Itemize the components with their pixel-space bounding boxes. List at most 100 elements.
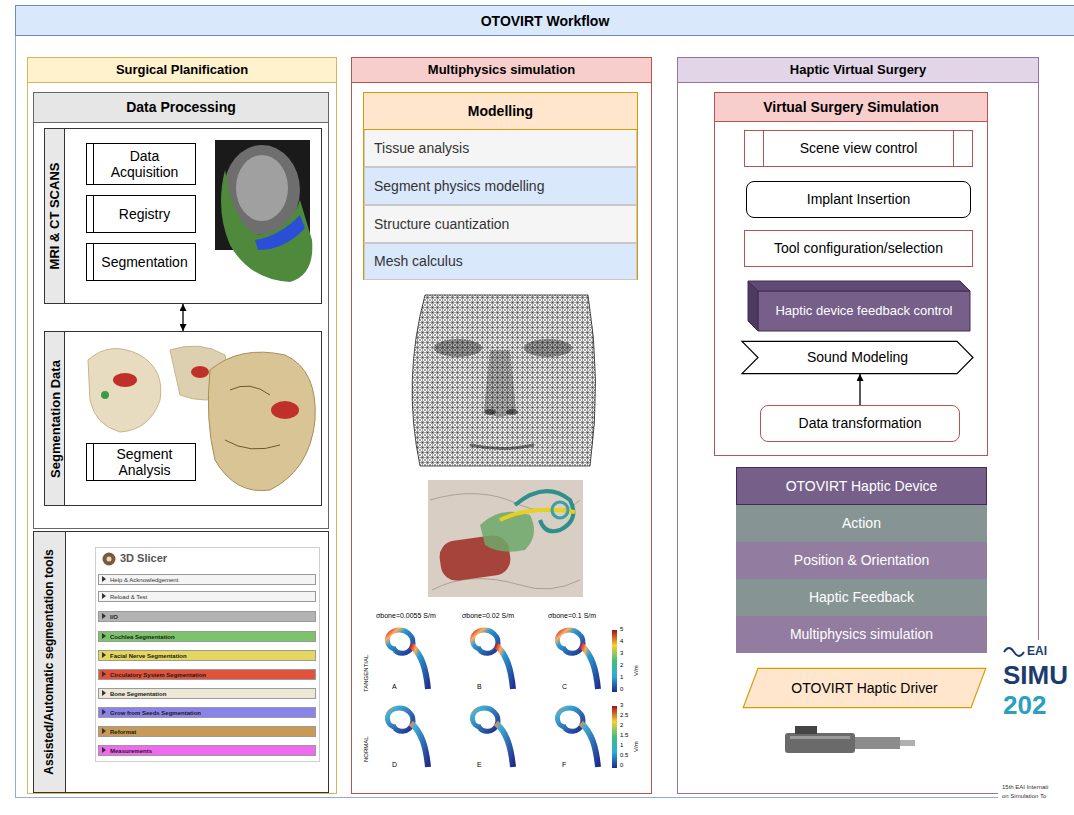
scale-tick: 2 <box>620 662 623 668</box>
slicer-icon-dot <box>107 557 112 562</box>
expand-arrow <box>102 728 106 734</box>
nerve-segment <box>101 391 109 399</box>
box-label: Segment Analysis <box>98 446 191 478</box>
field-plot-figure <box>387 630 617 768</box>
cube-front <box>758 291 970 331</box>
slicer-icon-disc <box>103 553 116 566</box>
process-edge <box>93 144 94 184</box>
expand-arrow <box>102 652 106 658</box>
device-row: Haptic Feedback <box>736 579 987 616</box>
module-bar: Reformat <box>98 726 316 737</box>
expand-arrow <box>102 613 106 619</box>
nostril <box>484 409 496 415</box>
device-highlight <box>790 736 850 739</box>
box-label: Action <box>745 515 978 531</box>
module-bar: Cochlea Segmentation <box>98 631 316 642</box>
nostril <box>506 409 518 415</box>
rounded-box: Implant Insertion <box>746 181 971 218</box>
module-bar: I/O <box>98 611 316 622</box>
device-row: OTOVIRT Haptic Device <box>736 467 987 505</box>
module-label: Circulatory System Segmentation <box>110 672 311 678</box>
module-bar: Grow from Seeds Segmentation <box>98 707 316 718</box>
expand-arrow <box>102 747 106 753</box>
parameter-label: σbone=0.02 S/m <box>462 612 514 619</box>
color-bar <box>612 630 617 692</box>
vertical-label: MRI & CT SCANS <box>45 129 65 303</box>
vessel-segment <box>191 366 209 378</box>
haptic-device-photo <box>785 726 915 753</box>
list-row: Structure cuantization <box>364 205 637 243</box>
module-label: Bone Segmentation <box>110 691 311 697</box>
scale-tick: 2 <box>620 722 623 728</box>
module-label: Reformat <box>110 729 311 735</box>
list-row: Tissue analysis <box>364 129 637 167</box>
process-edge <box>93 444 94 480</box>
module-bar: Circulatory System Segmentation <box>98 669 316 680</box>
row-label: Tissue analysis <box>374 140 627 156</box>
panel-heading: Haptic Virtual Surgery <box>678 58 1038 83</box>
process-edge <box>953 131 954 166</box>
head-surface <box>221 170 312 282</box>
module-label: Facial Nerve Segmentation <box>110 653 311 659</box>
cochlea-plot <box>387 708 428 767</box>
expand-arrow <box>102 690 106 696</box>
process-edge <box>763 131 764 166</box>
module-bar: Reload & Test <box>98 591 316 602</box>
scale-tick: 0 <box>620 762 623 768</box>
panel-letter: F <box>562 761 566 768</box>
watermark-text: 15th EAI Internati <box>1002 784 1048 790</box>
vertical-label: Assisted/Automatic segmentation tools <box>34 532 66 792</box>
module-label: Help & Acknowledgement <box>110 577 311 583</box>
group-box: Virtual Surgery SimulationScene view con… <box>714 92 988 456</box>
color-bar <box>612 706 617 768</box>
box-label: Tool configuration/selection <box>753 240 964 256</box>
module-bar: Help & Acknowledgement <box>98 574 316 585</box>
scale-tick: 1 <box>620 742 623 748</box>
conference-watermark <box>998 640 1074 815</box>
bone-shape <box>88 349 161 432</box>
expand-arrow <box>102 633 106 639</box>
row-title: NORMAL <box>363 736 369 762</box>
canal-ring <box>552 502 568 518</box>
connector <box>859 374 860 405</box>
process-box: Segmentation <box>86 243 196 281</box>
process-box: Tool configuration/selection <box>744 230 973 267</box>
module-label: Reload & Test <box>110 594 311 600</box>
module-label: I/O <box>110 614 311 620</box>
box-label: Data transformation <box>769 415 951 431</box>
panel-heading: Modelling <box>364 93 637 130</box>
brain-scan-figure <box>215 140 312 282</box>
device-body <box>785 733 855 753</box>
parallelogram-fill <box>743 668 986 707</box>
watermark-text: EAI <box>1027 644 1047 658</box>
nose-shade <box>484 350 516 417</box>
box-label: OTOVIRT Haptic Driver <box>762 680 967 696</box>
logo-swirl <box>1004 648 1024 656</box>
vessel-segment <box>113 373 137 387</box>
column-panel: Haptic Virtual SurgeryVirtual Surgery Si… <box>677 57 1039 794</box>
cochlea-plot <box>472 630 513 689</box>
connector <box>182 304 183 331</box>
device-top <box>795 726 817 734</box>
box-label: Multiphysics simulation <box>745 626 978 642</box>
window-title: 3D Slicer <box>96 548 319 568</box>
box-label: Haptic device feedback control <box>762 304 966 319</box>
scale-tick: 0 <box>620 686 623 692</box>
head-mesh-figure <box>406 295 596 466</box>
cube-top <box>748 281 970 291</box>
module-label: Cochlea Segmentation <box>110 634 311 640</box>
panel-letter: D <box>392 761 397 768</box>
device-row: Multiphysics simulation <box>736 616 987 653</box>
mouth-shade <box>470 445 534 449</box>
panel-letter: E <box>477 761 482 768</box>
process-box: Scene view control <box>744 130 973 167</box>
list-row: Mesh calculus <box>364 243 637 280</box>
device-shaft <box>855 737 900 749</box>
expand-arrow <box>102 593 106 599</box>
process-box: Registry <box>86 195 196 233</box>
segment-blue <box>255 215 305 250</box>
parameter-label: σbone=0.0055 S/m <box>376 612 436 619</box>
box-label: OTOVIRT Haptic Device <box>745 478 978 494</box>
parameter-label: σbone=0.1 S/m <box>548 612 596 619</box>
